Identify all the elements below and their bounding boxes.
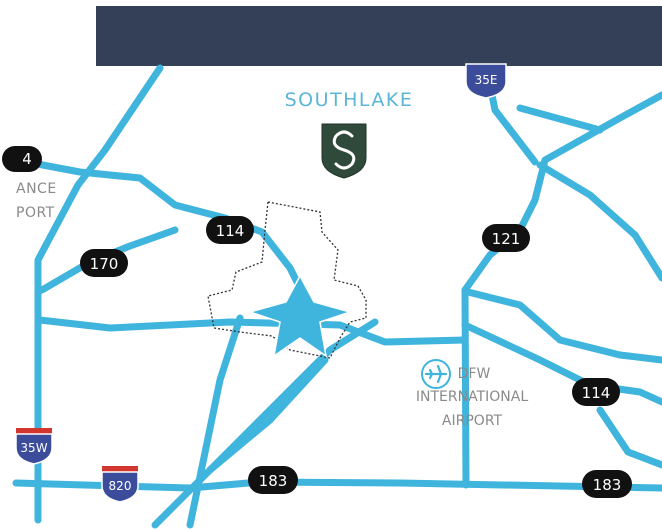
label-alliance-line1: ANCE: [16, 181, 57, 197]
label-airport-line1: DFW: [458, 366, 491, 382]
highway-shield-114-west: 114: [206, 216, 254, 244]
label-airport-line2: INTERNATIONAL: [416, 389, 528, 405]
interstate-shield-35w: 35W: [15, 428, 53, 465]
highway-shield-121: 121: [482, 224, 530, 252]
road-diag-main: [151, 318, 379, 529]
road-sw-curve: [206, 356, 329, 474]
highway-shield-4-label: 4: [22, 150, 32, 168]
header-banner: [96, 6, 662, 66]
interstate-shield-820-label: 820: [109, 479, 132, 493]
highway-shield-170: 170: [80, 249, 128, 277]
highway-shield-183-west-label: 183: [259, 472, 288, 490]
road-top-right: [516, 104, 604, 134]
highway-shield-114-east: 114: [572, 378, 620, 406]
label-airport-line3: AIRPORT: [442, 413, 503, 429]
road-east-upper: [464, 288, 662, 364]
highway-shield-114-west-label: 114: [216, 222, 245, 240]
interstate-shield-35e-label: 35E: [475, 73, 498, 87]
highway-shield-121-label: 121: [492, 230, 521, 248]
highway-shield-170-label: 170: [90, 255, 119, 273]
road-north-left: [36, 316, 469, 346]
highway-shield-4: 4: [2, 146, 42, 172]
road-ne: [536, 161, 662, 282]
label-alliance-line2: PORT: [16, 205, 55, 221]
road-east-lower: [596, 406, 662, 469]
label-southlake: SOUTHLAKE: [285, 89, 414, 111]
highway-shield-183-west: 183: [248, 466, 298, 494]
highway-shield-114-east-label: 114: [582, 384, 611, 402]
road-airport-west: [461, 286, 470, 489]
highway-shield-183-east-label: 183: [593, 476, 622, 494]
road-121: [461, 91, 662, 294]
interstate-shield-35w-label: 35W: [20, 441, 47, 455]
road-left-arterial: [34, 64, 164, 524]
highway-shield-183-east: 183: [582, 470, 632, 498]
interstate-shield-35e: 35E: [465, 63, 507, 99]
star-marker-icon: [247, 274, 353, 358]
road-south-west: [186, 314, 244, 529]
airplane-icon: [421, 359, 451, 389]
southlake-crest-icon: [321, 123, 367, 179]
interstate-shield-820: 820: [101, 466, 139, 503]
